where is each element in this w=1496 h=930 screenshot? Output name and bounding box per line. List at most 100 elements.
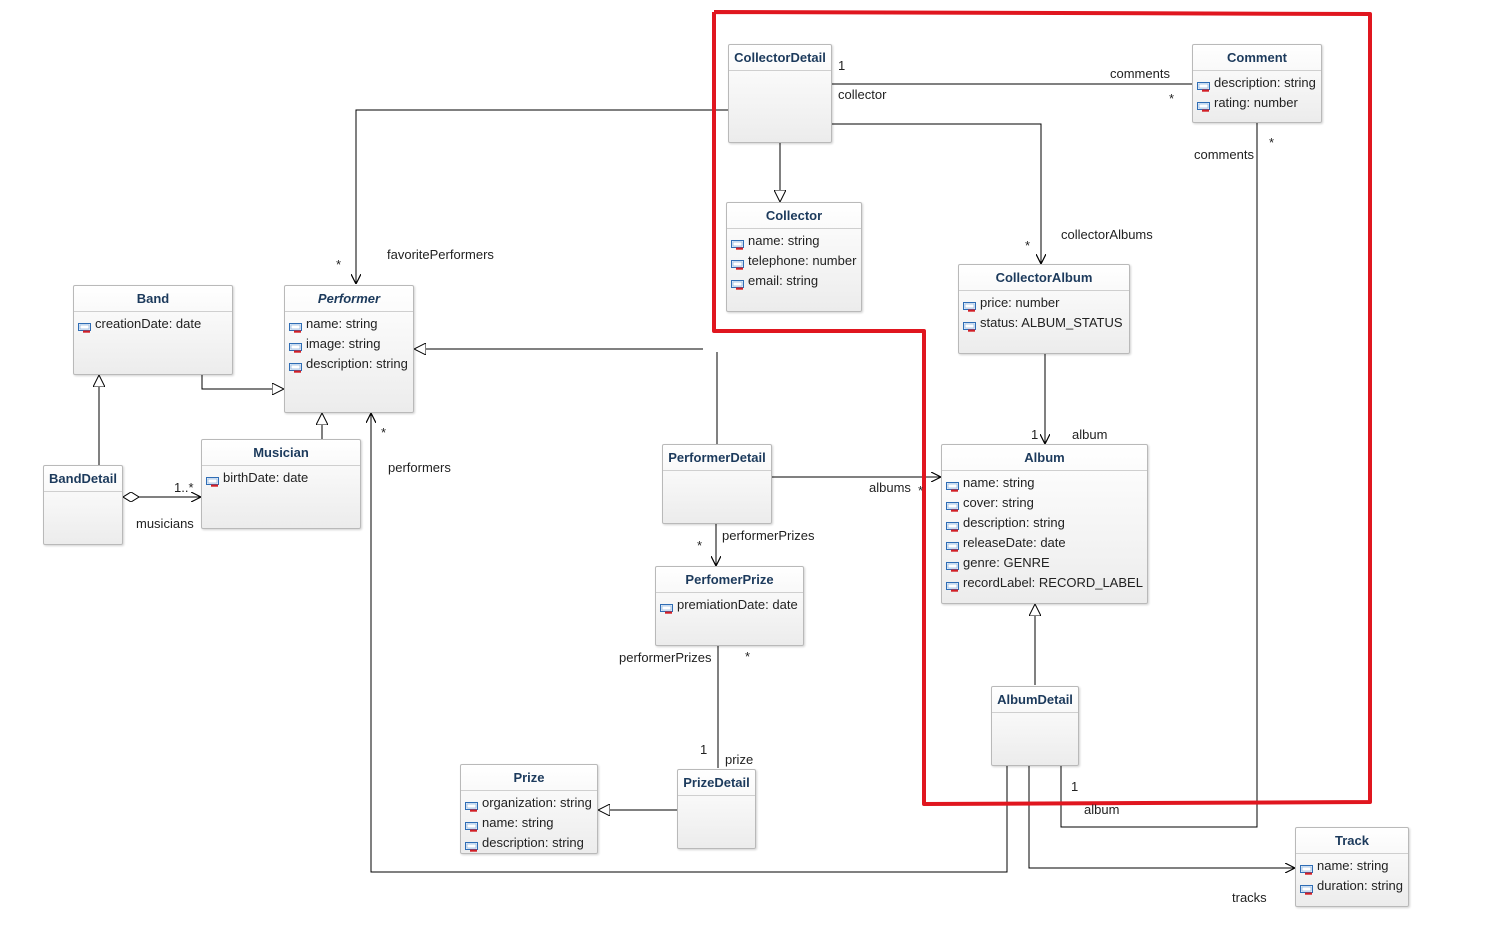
attribute-text: status: ALBUM_STATUS	[980, 315, 1123, 330]
attribute-text: description: string	[963, 515, 1065, 530]
multiplicity-label: *	[745, 649, 751, 664]
attribute-row[interactable]: name: string	[727, 231, 861, 251]
attribute-row[interactable]: cover: string	[942, 493, 1147, 513]
attribute-row[interactable]: name: string	[1296, 856, 1408, 876]
multiplicity-label: *	[1025, 238, 1031, 253]
tracks-association	[1028, 766, 1295, 868]
attribute-icon	[1300, 861, 1313, 875]
attribute-icon	[946, 478, 959, 492]
attribute-text: email: string	[748, 273, 819, 288]
attribute-text: organization: string	[482, 795, 592, 810]
attribute-text: description: string	[306, 356, 408, 371]
attribute-row[interactable]: creationDate: date	[74, 314, 232, 334]
attribute-list: description: string rating: number	[1193, 71, 1321, 113]
role-label: collector	[838, 87, 887, 102]
multiplicity-label: *	[336, 257, 342, 272]
attribute-row[interactable]: image: string	[285, 334, 413, 354]
attribute-icon	[289, 339, 302, 353]
attribute-row[interactable]: price: number	[959, 293, 1129, 313]
multiplicity-label: *	[1269, 135, 1275, 150]
multiplicity-label: *	[918, 483, 924, 498]
class-prize[interactable]: Prize organization: string name: string de…	[460, 764, 598, 854]
attribute-row[interactable]: premiationDate: date	[656, 595, 803, 615]
collector-albums-association	[832, 123, 1041, 264]
attribute-text: name: string	[1317, 858, 1389, 873]
attribute-text: rating: number	[1214, 95, 1298, 110]
highlight-outline	[712, 10, 1372, 806]
class-performer-detail[interactable]: PerformerDetail	[662, 444, 772, 524]
attribute-row[interactable]: email: string	[727, 271, 861, 291]
attribute-text: recordLabel: RECORD_LABEL	[963, 575, 1143, 590]
attribute-row[interactable]: name: string	[285, 314, 413, 334]
attribute-icon	[963, 298, 976, 312]
attribute-icon	[731, 236, 744, 250]
attribute-row[interactable]: releaseDate: date	[942, 533, 1147, 553]
class-band-detail[interactable]: BandDetail	[43, 465, 123, 545]
attribute-icon	[1300, 881, 1313, 895]
attribute-text: releaseDate: date	[963, 535, 1066, 550]
attribute-row[interactable]: birthDate: date	[202, 468, 360, 488]
attribute-row[interactable]: recordLabel: RECORD_LABEL	[942, 573, 1147, 593]
attribute-row[interactable]: rating: number	[1193, 93, 1321, 113]
role-label: musicians	[136, 516, 194, 531]
class-collector-detail[interactable]: CollectorDetail	[728, 44, 832, 143]
class-perfomer-prize[interactable]: PerfomerPrize premiationDate: date	[655, 566, 804, 646]
attribute-row[interactable]: description: string	[461, 833, 597, 853]
attribute-list: premiationDate: date	[656, 593, 803, 615]
role-label: album	[1072, 427, 1108, 442]
class-musician[interactable]: Musician birthDate: date	[201, 439, 361, 529]
attribute-list: birthDate: date	[202, 466, 360, 488]
class-band[interactable]: Band creationDate: date	[73, 285, 233, 375]
role-label: prize	[725, 752, 754, 767]
attribute-text: name: string	[306, 316, 378, 331]
album-comments-association	[1060, 123, 1258, 828]
attribute-text: description: string	[1214, 75, 1316, 90]
attribute-text: image: string	[306, 336, 381, 351]
attribute-row[interactable]: duration: string	[1296, 876, 1408, 896]
attribute-row[interactable]: description: string	[942, 513, 1147, 533]
role-label: performers	[388, 460, 451, 475]
attribute-row[interactable]: name: string	[942, 473, 1147, 493]
attribute-icon	[465, 838, 478, 852]
class-name: PerfomerPrize	[656, 567, 803, 593]
attribute-list: name: string duration: string	[1296, 854, 1408, 896]
class-name: Prize	[461, 765, 597, 791]
attribute-row[interactable]: telephone: number	[727, 251, 861, 271]
class-album-detail[interactable]: AlbumDetail	[991, 686, 1079, 766]
multiplicity-label: 1..*	[174, 480, 194, 495]
class-name: CollectorAlbum	[959, 265, 1129, 291]
attribute-text: genre: GENRE	[963, 555, 1050, 570]
multiplicity-label: *	[1169, 91, 1175, 106]
class-name: CollectorDetail	[729, 45, 831, 71]
attribute-text: name: string	[482, 815, 554, 830]
attribute-row[interactable]: description: string	[1193, 73, 1321, 93]
class-collector-album[interactable]: CollectorAlbum price: number status: ALBU…	[958, 264, 1130, 354]
attribute-text: price: number	[980, 295, 1060, 310]
attribute-icon	[660, 600, 673, 614]
role-label: comments	[1194, 147, 1254, 162]
attribute-text: duration: string	[1317, 878, 1403, 893]
attribute-icon	[946, 518, 959, 532]
attribute-row[interactable]: genre: GENRE	[942, 553, 1147, 573]
attribute-row[interactable]: status: ALBUM_STATUS	[959, 313, 1129, 333]
multiplicity-label: *	[697, 538, 703, 553]
class-name: AlbumDetail	[992, 687, 1078, 713]
attribute-text: premiationDate: date	[677, 597, 798, 612]
attribute-icon	[946, 578, 959, 592]
class-prize-detail[interactable]: PrizeDetail	[677, 769, 756, 849]
attribute-row[interactable]: name: string	[461, 813, 597, 833]
attribute-row[interactable]: organization: string	[461, 793, 597, 813]
attribute-icon	[946, 538, 959, 552]
attribute-row[interactable]: description: string	[285, 354, 413, 374]
class-name: Collector	[727, 203, 861, 229]
class-name: Track	[1296, 828, 1408, 854]
class-name: Musician	[202, 440, 360, 466]
class-track[interactable]: Track name: string duration: string	[1295, 827, 1409, 907]
class-name: Band	[74, 286, 232, 312]
